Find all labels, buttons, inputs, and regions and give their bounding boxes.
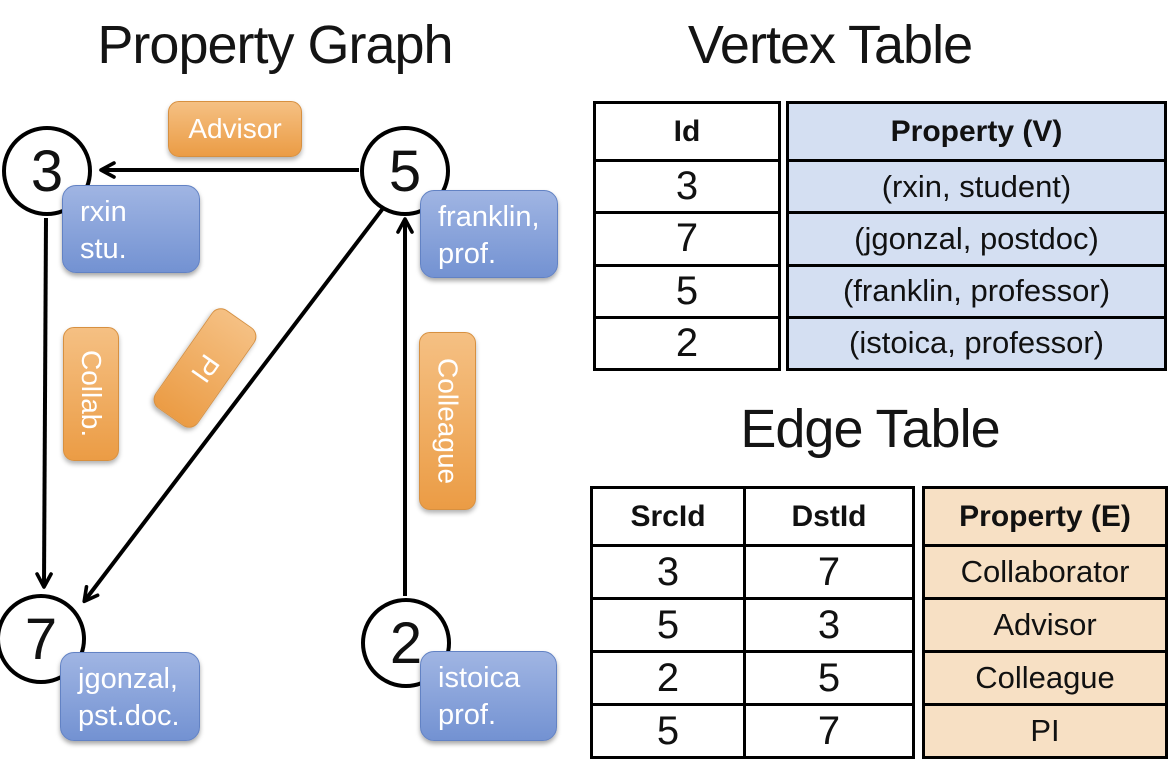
vertex-3-id: 3 (30, 138, 64, 204)
edge-table-srcid-cell: 5 (593, 703, 743, 756)
vertex-table-property-cell: (istoica, professor) (789, 315, 1164, 368)
edge-label-text: Advisor (188, 113, 282, 144)
edge-table-dstid-cell: 3 (743, 597, 912, 650)
edge-table-ids-columns: SrcId DstId 3 7 5 3 2 5 5 7 (590, 486, 915, 759)
vertex-3: 3 (2, 126, 92, 216)
vertex-table-id-cell: 5 (596, 263, 778, 316)
vertex-table-property-cell: (rxin, student) (789, 159, 1164, 211)
edge-label-advisor: Advisor (168, 101, 302, 157)
edge-table-property-cell: PI (925, 703, 1165, 756)
edge-table-property-column: Property (E) Collaborator Advisor Collea… (922, 486, 1168, 759)
vertex-table-property-column: Property (V) (rxin, student) (jgonzal, p… (786, 101, 1167, 371)
vertex-3-property-box: rxin stu. (62, 185, 200, 273)
vertex-table-property-cell: (jgonzal, postdoc) (789, 211, 1164, 263)
edge-label-colleague: Colleague (419, 332, 476, 510)
vertex-table-title: Vertex Table (687, 15, 973, 75)
edge-table-srcid-cell: 3 (593, 544, 743, 597)
edge-table-srcid-cell: 5 (593, 597, 743, 650)
property-line: pst.doc. (78, 700, 180, 732)
edge-table-dstid-cell: 7 (743, 703, 912, 756)
vertex-table-id-header: Id (673, 114, 701, 148)
vertex-2-id: 2 (389, 610, 423, 676)
edge-table-srcid-header: SrcId (630, 499, 706, 533)
vertex-table-id-cell: 3 (596, 159, 778, 211)
vertex-table-property-cell: (franklin, professor) (789, 263, 1164, 316)
vertex-table-id-column: Id 3 7 5 2 (593, 101, 781, 371)
vertex-table-property-header: Property (V) (890, 114, 1063, 148)
edge-label-text: PI (185, 348, 226, 389)
edge-table-dstid-cell: 7 (743, 544, 912, 597)
edge-5-to-7 (82, 205, 386, 604)
property-line: rxin (80, 196, 127, 228)
edge-table-property-cell: Advisor (925, 597, 1165, 650)
edge-table-srcid-cell: 2 (593, 650, 743, 703)
vertex-5-property-box: franklin, prof. (420, 190, 558, 278)
property-graph-title: Property Graph (97, 15, 453, 75)
edge-table-title: Edge Table (740, 399, 1000, 459)
edge-table-property-header: Property (E) (959, 499, 1131, 533)
property-line: franklin, (438, 201, 540, 233)
property-line: prof. (438, 238, 497, 270)
property-line: jgonzal, (78, 663, 178, 695)
edge-label-text: Collab. (76, 350, 107, 438)
edge-table-dstid-header: DstId (743, 489, 912, 544)
property-line: istoica (438, 662, 521, 694)
edge-label-collab: Collab. (63, 327, 119, 461)
vertex-7-id: 7 (24, 606, 58, 672)
vertex-7-property-box: jgonzal, pst.doc. (60, 652, 200, 741)
edge-label-text: Colleague (432, 357, 464, 485)
edge-table-property-cell: Collaborator (925, 544, 1165, 597)
vertex-5-id: 5 (388, 138, 422, 204)
property-line: prof. (438, 699, 497, 731)
vertex-table-id-cell: 2 (596, 315, 778, 368)
property-line: stu. (80, 233, 127, 265)
edge-table-dstid-cell: 5 (743, 650, 912, 703)
vertex-table-id-cell: 7 (596, 211, 778, 263)
edge-3-to-7 (35, 217, 53, 589)
vertex-2-property-box: istoica prof. (420, 651, 557, 741)
edge-table-property-cell: Colleague (925, 650, 1165, 703)
